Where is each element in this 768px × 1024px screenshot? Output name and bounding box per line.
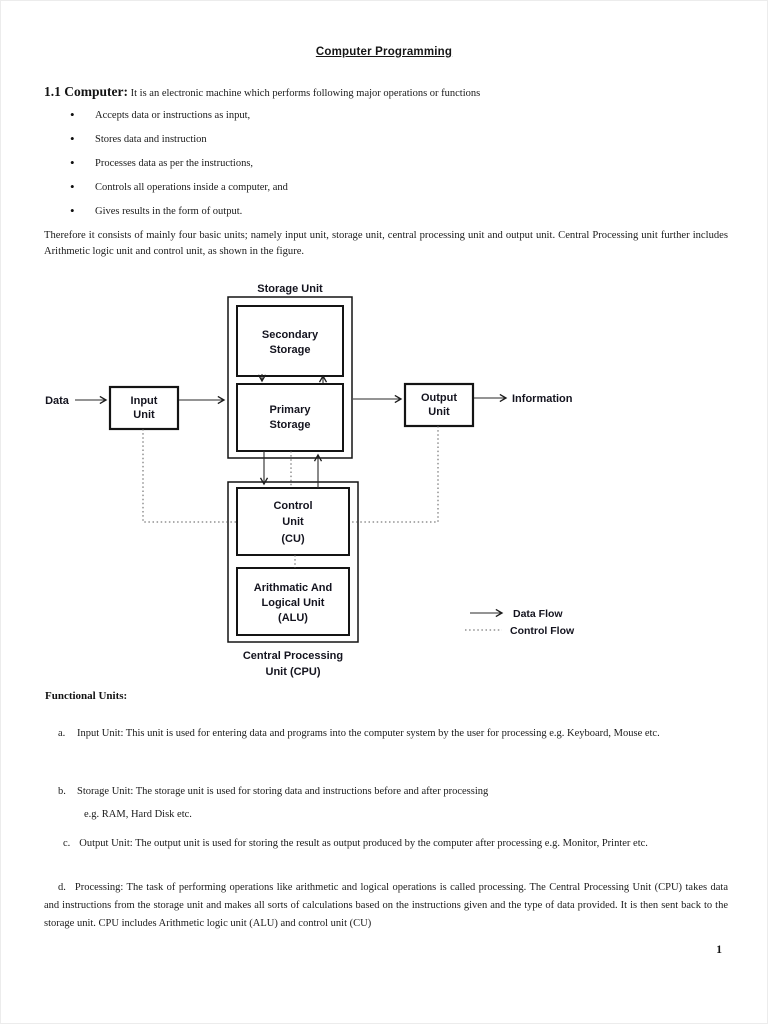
functional-units-heading: Functional Units: [45, 690, 128, 702]
control-flow-line-output-to-cu [350, 426, 439, 523]
item-label: a. [58, 728, 66, 739]
alu-label: Arithmatic And [254, 582, 332, 594]
information-label: Information [512, 393, 573, 405]
list-item-text: Processes data as per the instructions, [95, 158, 254, 169]
page-title: Computer Programming [315, 46, 453, 58]
data-label: Data [45, 395, 70, 407]
item-text: Storage Unit: The storage unit is used f… [77, 786, 489, 797]
control-unit-label: (CU) [281, 533, 305, 545]
section-1-1: 1.1 Computer: It is an electronic machin… [44, 84, 728, 100]
legend-control-flow-label: Control Flow [510, 625, 575, 637]
control-unit-label: Unit [282, 516, 304, 528]
list-item: Accepts data or instructions as input, [70, 108, 724, 122]
control-unit-box [236, 487, 350, 556]
cpu-box [227, 481, 359, 643]
list-item: Stores data and instruction [70, 132, 724, 146]
control-flow-line-input-to-cu [142, 429, 236, 523]
item-text: Processing: The task of performing opera… [44, 882, 728, 929]
list-item-text: Controls all operations inside a compute… [95, 182, 288, 193]
cpu-label: Unit (CPU) [266, 666, 321, 678]
storage-unit-label: Storage Unit [257, 283, 323, 295]
section-intro: It is an electronic machine which perfor… [130, 87, 481, 99]
output-unit-label: Unit [428, 406, 450, 418]
functional-units-diagram: Storage Unit Secondary Storage Primary S… [45, 283, 575, 678]
summary-paragraph: Therefore it consists of mainly four bas… [44, 230, 728, 257]
control-unit-label: Control [273, 500, 312, 512]
input-unit-label: Unit [133, 409, 155, 421]
alu-box [236, 567, 350, 636]
legend-data-flow-label: Data Flow [513, 608, 563, 620]
functional-unit-item-d: d.Processing: The task of performing ope… [44, 879, 728, 933]
list-item-text: Stores data and instruction [95, 134, 207, 145]
list-item: Controls all operations inside a compute… [70, 180, 724, 194]
primary-storage-box [236, 383, 344, 452]
secondary-storage-label: Secondary [262, 329, 319, 341]
secondary-storage-label: Storage [270, 344, 311, 356]
functional-unit-item-b: b. Storage Unit: The storage unit is use… [58, 780, 728, 804]
operations-list: Accepts data or instructions as input, S… [70, 108, 724, 229]
primary-storage-label: Primary [270, 404, 312, 416]
list-item-text: Gives results in the form of output. [95, 206, 243, 217]
item-label: c. [63, 838, 71, 849]
page-number: 1 [716, 944, 722, 956]
output-unit-box [403, 382, 475, 428]
title-row: Computer Programming [0, 42, 768, 60]
functional-unit-item-a: a. Input Unit: This unit is used for ent… [58, 722, 728, 746]
secondary-storage-box [236, 305, 344, 377]
list-item-text: Accepts data or instructions as input, [95, 110, 251, 121]
primary-storage-label: Storage [270, 419, 311, 431]
alu-label: (ALU) [278, 612, 308, 624]
item-label: d. [58, 882, 66, 893]
functional-unit-item-c: c. Output Unit: The output unit is used f… [44, 835, 728, 853]
section-heading: 1.1 Computer: [44, 83, 128, 99]
input-unit-box [108, 385, 180, 431]
input-unit-label: Input [131, 395, 158, 407]
item-text: Input Unit: This unit is used for enteri… [77, 728, 660, 739]
list-item: Processes data as per the instructions, [70, 156, 724, 170]
alu-label: Logical Unit [262, 597, 325, 609]
storage-unit-box [227, 296, 353, 459]
list-item: Gives results in the form of output. [70, 204, 724, 218]
item-label: b. [58, 786, 66, 797]
item-text: Output Unit: The output unit is used for… [79, 838, 648, 849]
output-unit-label: Output [421, 392, 457, 404]
cpu-label: Central Processing [243, 650, 343, 662]
item-b-example: e.g. RAM, Hard Disk etc. [84, 809, 192, 820]
